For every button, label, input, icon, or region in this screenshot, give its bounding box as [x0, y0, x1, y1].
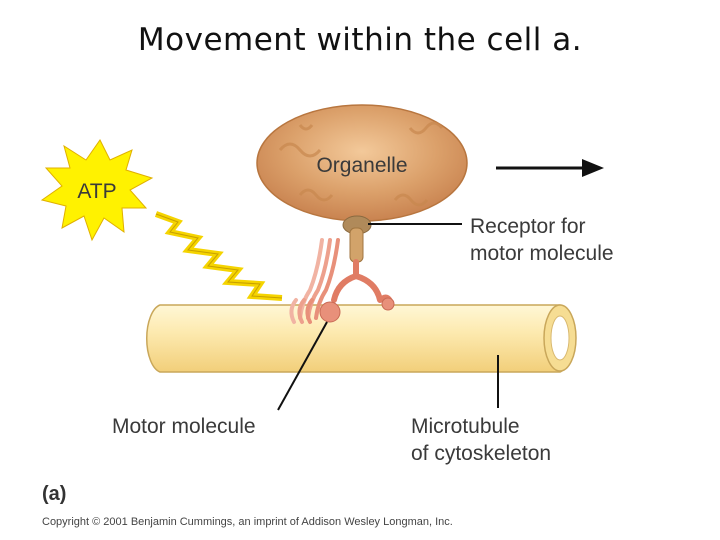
copyright-notice: Copyright © 2001 Benjamin Cummings, an i…	[42, 516, 453, 528]
panel-label: (a)	[42, 483, 66, 505]
microtubule-label-line1: Microtubule	[411, 415, 520, 438]
receptor-stalk	[349, 227, 364, 263]
motor-molecule-label: Motor molecule	[112, 415, 256, 438]
motor-leader-line	[277, 321, 328, 411]
receptor-label-line2: motor molecule	[470, 242, 614, 265]
microtubule-body	[145, 304, 575, 373]
atp-star-shape	[40, 139, 154, 242]
receptor-label-line1: Receptor for	[470, 215, 586, 238]
atp-starburst: ATP	[40, 139, 154, 242]
direction-arrow	[496, 159, 604, 177]
organelle: Organelle	[256, 104, 468, 222]
microtubule-lumen	[550, 315, 570, 361]
motor-head-2	[381, 297, 395, 311]
slide-title: Movement within the cell a.	[137, 22, 583, 58]
microtubule	[145, 304, 577, 373]
organelle-label: Organelle	[316, 154, 407, 177]
atp-label: ATP	[77, 180, 116, 203]
microtubule-label-line2: of cytoskeleton	[411, 442, 551, 465]
energy-zigzag-outline	[155, 213, 283, 299]
motor-head	[319, 301, 341, 323]
organelle-cristae	[278, 121, 444, 207]
